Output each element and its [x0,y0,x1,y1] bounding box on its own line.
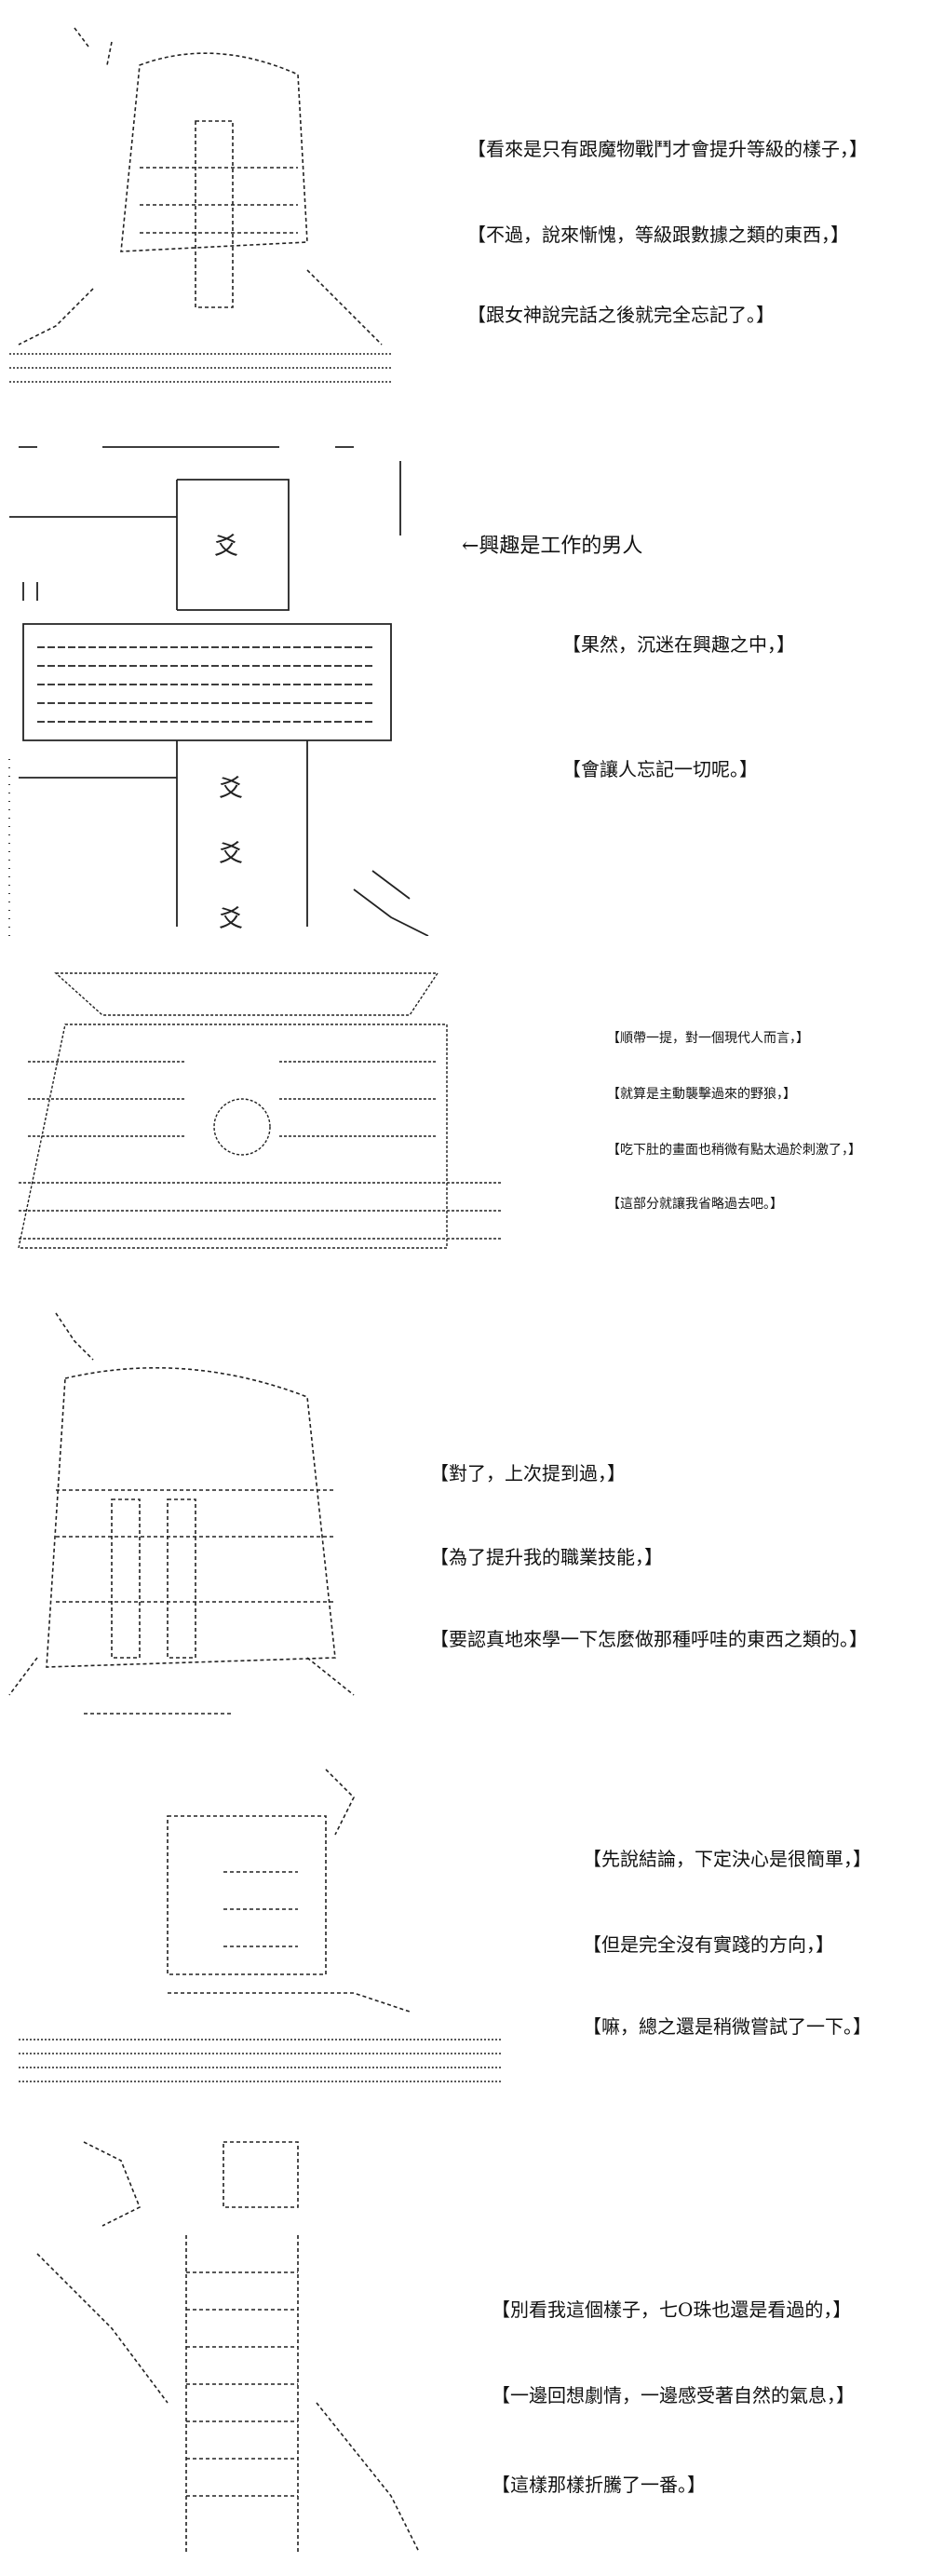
svg-text:爻: 爻 [219,775,243,803]
arrow-note: ←興趣是工作的男人 [462,535,643,558]
narration-line: 【不過，說來慚愧，等級跟數據之類的東西，】 [467,224,849,246]
narration-line: 【會讓人忘記一切呢。】 [562,758,758,780]
narration-line: 【果然，沉迷在興趣之中，】 [562,633,795,656]
panel-4: 【對了，上次提到過，】 【為了提升我的職業技能，】 【要認真地來學一下怎麼做那種… [0,1295,931,1732]
ascii-art-knight-holding-gear [0,1304,391,1732]
narration-line: 【但是完全沒有實踐的方向，】 [583,1933,834,1956]
narration-line: 【就算是主動襲擊過來的野狼，】 [607,1087,796,1102]
panel-6: 【別看我這個樣子，七O珠也還是看過的，】 【一邊回想劇情，一邊感受著自然的氣息，… [0,2114,931,2576]
svg-text:爻: 爻 [219,905,243,933]
ascii-art-helmet-knight [0,9,410,400]
narration-line: 【吃下肚的畫面也稍微有點太過於刺激了，】 [607,1143,861,1158]
narration-line: 【這樣那樣折騰了一番。】 [492,2474,706,2496]
narration-line: 【別看我這個樣子，七O珠也還是看過的，】 [492,2298,852,2321]
ascii-art-meal-scene [0,959,521,1276]
ascii-art-workshop: 爻 爻 爻 爻 [0,424,447,936]
ascii-art-seated-knight [0,1760,521,2105]
narration-line: 【要認真地來學一下怎麼做那種呼哇的東西之類的。】 [430,1628,868,1650]
svg-text:爻: 爻 [219,840,243,868]
svg-text:爻: 爻 [214,533,238,561]
narration-line: 【這部分就讓我省略過去吧。】 [607,1197,783,1212]
panel-1: 【看來是只有跟魔物戰鬥才會提升等級的樣子，】 【不過，說來慚愧，等級跟數據之類的… [0,0,931,400]
narration-line: 【看來是只有跟魔物戰鬥才會提升等級的樣子，】 [467,138,868,160]
narration-line: 【一邊回想劇情，一邊感受著自然的氣息，】 [492,2384,855,2407]
narration-line: 【跟女神說完話之後就完全忘記了。】 [467,304,775,326]
narration-line: 【嘛，總之還是稍微嘗試了一下。】 [583,2015,871,2038]
panel-3: 【順帶一提，對一個現代人而言，】 【就算是主動襲擊過來的野狼，】 【吃下肚的畫面… [0,950,931,1276]
panel-2: 爻 爻 爻 爻 ←興趣是工作的男人 【果然，沉迷在興趣之中，】 【會讓人忘記一切… [0,410,931,941]
narration-line: 【對了，上次提到過，】 [430,1462,626,1485]
narration-line: 【順帶一提，對一個現代人而言，】 [607,1031,809,1046]
narration-line: 【為了提升我的職業技能，】 [430,1546,663,1568]
ascii-art-meditating-figure [0,2123,447,2570]
narration-line: 【先說結論，下定決心是很簡單，】 [583,1848,871,1870]
panel-5: 【先說結論，下定決心是很簡單，】 【但是完全沒有實踐的方向，】 【嘛，總之還是稍… [0,1751,931,2105]
